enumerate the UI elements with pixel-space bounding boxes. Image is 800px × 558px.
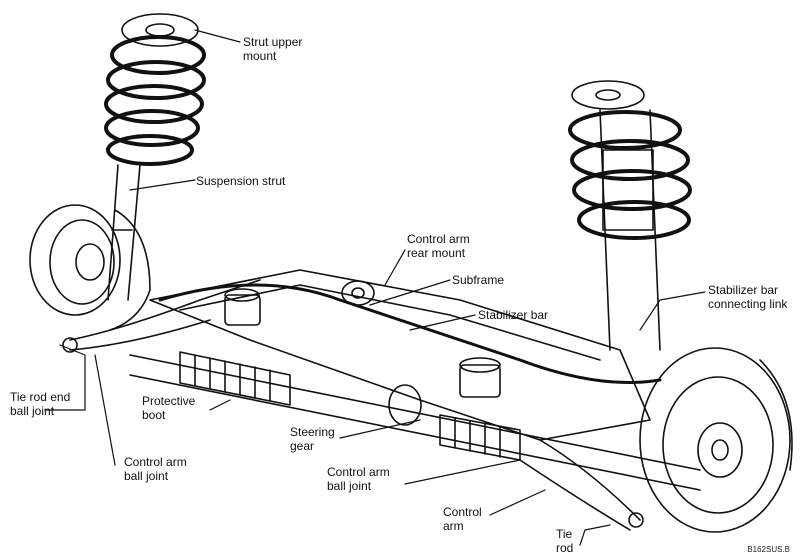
label-protective-boot: Protective boot bbox=[142, 394, 196, 422]
left-wheel-hub bbox=[29, 204, 151, 331]
figure-code: B162SUS.B bbox=[747, 545, 790, 554]
right-suspension-strut bbox=[599, 109, 661, 351]
left-suspension-strut bbox=[107, 164, 141, 301]
subframe bbox=[149, 269, 651, 441]
leader-lines bbox=[44, 29, 706, 546]
label-control-arm-ball-joint-center: Control arm ball joint bbox=[327, 465, 390, 493]
label-steering-gear: Steering gear bbox=[290, 425, 335, 453]
right-control-arm bbox=[519, 439, 644, 531]
right-coil-spring bbox=[568, 80, 692, 240]
left-coil-spring bbox=[104, 13, 206, 166]
label-stabilizer-bar: Stabilizer bar bbox=[478, 308, 549, 322]
label-control-arm: Control arm bbox=[443, 505, 482, 533]
label-stabilizer-bar-connecting-link: Stabilizer bar connecting link bbox=[708, 283, 788, 311]
label-control-arm-rear-mount: Control arm rear mount bbox=[407, 232, 470, 260]
label-tie-rod-end-ball-joint: Tie rod end ball joint bbox=[10, 390, 71, 418]
right-brake-disc bbox=[639, 347, 793, 533]
label-suspension-strut: Suspension strut bbox=[196, 174, 286, 188]
control-arm-rear-mount-part bbox=[341, 280, 375, 306]
stabilizer-bar bbox=[158, 283, 662, 384]
label-control-arm-ball-joint-left: Control arm ball joint bbox=[124, 455, 187, 483]
steering-rack bbox=[129, 351, 701, 491]
label-tie-rod: Tie rod bbox=[556, 527, 574, 555]
label-subframe: Subframe bbox=[452, 273, 505, 287]
left-control-arm bbox=[62, 279, 261, 353]
label-strut-upper-mount: Strut upper mount bbox=[243, 35, 303, 63]
